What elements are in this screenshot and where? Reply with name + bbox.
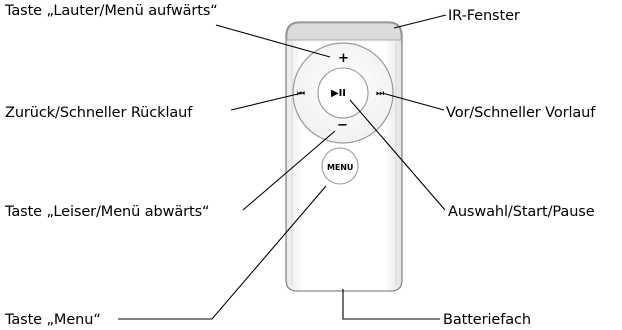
label-ir-window: IR-Fenster — [448, 8, 520, 24]
leader-menu-key — [118, 185, 327, 320]
center-button[interactable] — [317, 67, 369, 119]
menu-button-label: MENU — [327, 163, 354, 172]
leader-volume-down — [242, 130, 336, 211]
minus-symbol: − — [337, 118, 348, 133]
leader-select-play — [349, 99, 446, 211]
label-next: Vor/Schneller Vorlauf — [446, 105, 596, 121]
next-icon: ⏭ — [376, 89, 385, 99]
label-volume-up: Taste „Lauter/Menü aufwärts“ — [5, 3, 218, 19]
leader-previous — [230, 92, 303, 111]
leader-next — [381, 92, 445, 111]
menu-button[interactable] — [321, 147, 359, 185]
ir-window-cap — [286, 22, 402, 41]
plus-symbol: + — [338, 51, 349, 66]
leader-volume-up — [215, 24, 331, 58]
label-battery: Batteriefach — [443, 312, 531, 328]
label-menu-key: Taste „Menu“ — [5, 312, 101, 328]
play-pause-icon: ▶II — [331, 88, 346, 99]
label-volume-down: Taste „Leiser/Menü abwärts“ — [5, 204, 210, 220]
leader-lines — [118, 14, 447, 320]
leader-ir-window — [393, 14, 447, 29]
leader-battery — [342, 289, 440, 320]
previous-icon: ⏮ — [297, 89, 306, 99]
label-select-play: Auswahl/Start/Pause — [448, 204, 595, 220]
label-previous: Zurück/Schneller Rücklauf — [5, 105, 193, 121]
